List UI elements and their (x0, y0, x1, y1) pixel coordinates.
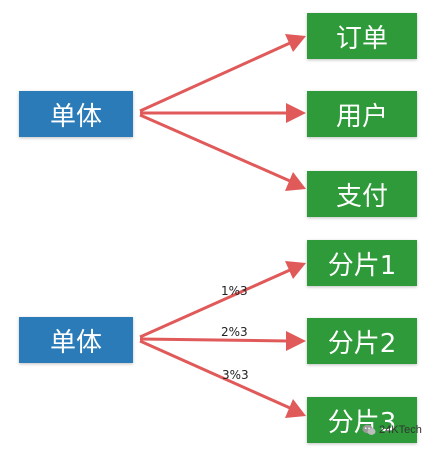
target-node-shard-2: 分片2 (307, 318, 417, 364)
target-node-shard-3: 分片3 (307, 397, 417, 443)
source-node-monolith-bottom: 单体 (19, 317, 133, 363)
source-node-label: 单体 (49, 101, 102, 132)
watermark-text: 24KTech (379, 424, 422, 436)
source-node-label: 单体 (49, 327, 102, 358)
source-node-monolith-top: 单体 (19, 91, 133, 137)
edge-label-shard-2: 2%3 (221, 325, 248, 339)
edge-label-shard-3: 3%3 (222, 368, 249, 382)
arrow-top-3 (139, 113, 306, 191)
target-node-label: 分片3 (327, 407, 397, 438)
edge-label-shard-1: 1%3 (221, 284, 248, 298)
wechat-icon (362, 424, 376, 435)
target-node-label: 用户 (335, 101, 388, 132)
target-node-label: 订单 (335, 23, 388, 54)
target-node-label: 支付 (335, 181, 388, 212)
target-node-shard-1: 分片1 (307, 240, 417, 286)
arrow-bottom-3 (139, 339, 306, 418)
arrow-top-1 (139, 34, 306, 113)
arrow-bottom-1 (139, 261, 306, 339)
watermark: 24KTech (362, 424, 422, 436)
target-node-label: 分片2 (327, 328, 397, 359)
arrow-bottom-2 (139, 331, 306, 351)
target-node-users: 用户 (307, 91, 417, 137)
target-node-payment: 支付 (307, 171, 417, 217)
target-node-orders: 订单 (307, 13, 417, 59)
target-node-label: 分片1 (327, 250, 397, 281)
arrow-top-2 (140, 103, 306, 123)
